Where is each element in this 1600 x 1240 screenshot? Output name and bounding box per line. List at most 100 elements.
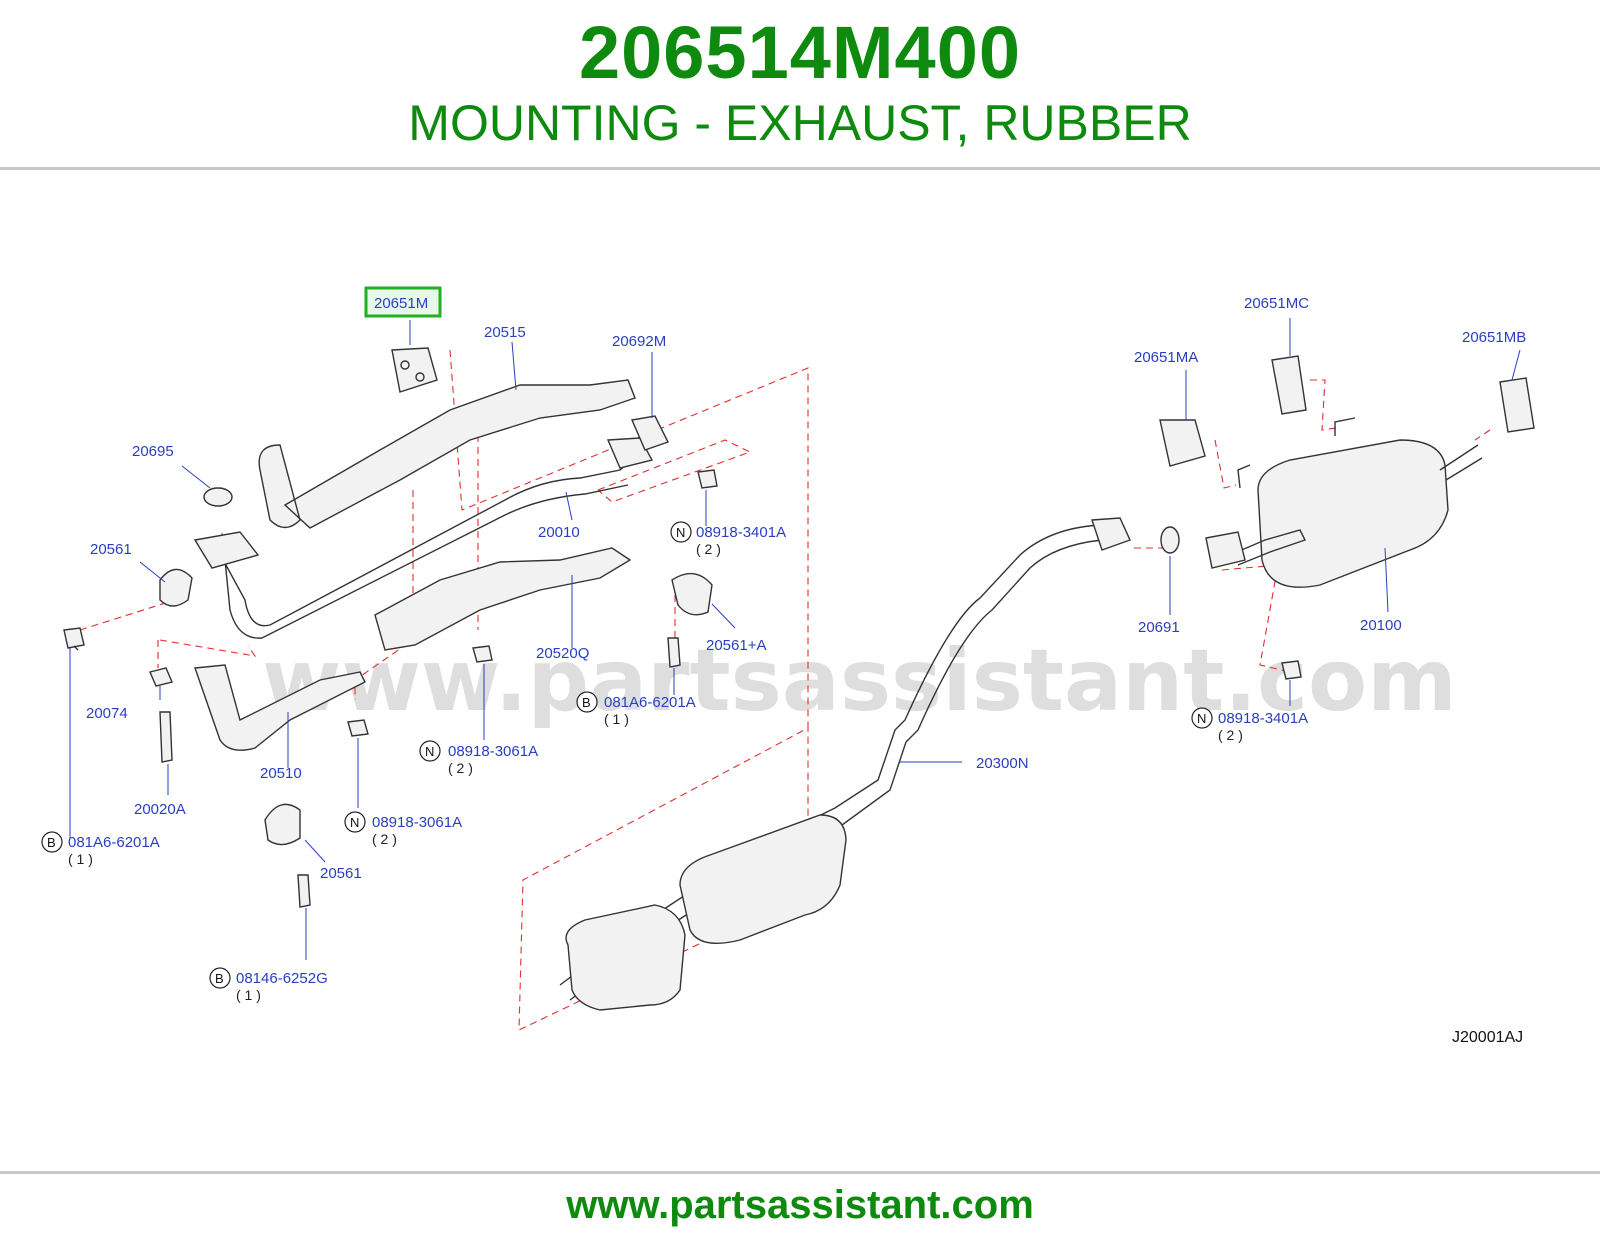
nut-08918-3061A-left	[347, 719, 369, 737]
callout-20651MB[interactable]: 20651MB	[1462, 329, 1526, 346]
center-pipe-20300N	[559, 524, 1103, 1001]
callout-20695[interactable]: 20695	[132, 443, 174, 460]
rubber-mounting-20651MB	[1499, 377, 1535, 433]
badge-circle	[1191, 707, 1213, 729]
diagram-code: J20001AJ	[1452, 1029, 1523, 1046]
nut-20074	[149, 667, 173, 687]
part-number-title: 206514M400	[578, 11, 1022, 94]
badge-letter: B	[215, 971, 224, 986]
badge-letter: N	[350, 815, 359, 830]
callout-20561plusA[interactable]: 20561+A	[706, 637, 766, 654]
rear-muffler-20100	[1257, 439, 1449, 588]
callout-20300N[interactable]: 20300N	[976, 755, 1029, 772]
rear-flange-20010	[606, 437, 654, 469]
rubber-mounting-20651MA	[1159, 419, 1206, 467]
dash-line-1	[79, 599, 176, 631]
callout-20010[interactable]: 20010	[538, 524, 580, 541]
rubber-mounting-20651M-shape	[391, 347, 438, 393]
gasket-ring-20691	[1160, 526, 1180, 554]
fastener-code: 08918-3401A	[696, 524, 786, 541]
badge-circle	[419, 740, 441, 762]
leader-20561a	[139, 561, 166, 583]
callout-20515[interactable]: 20515	[484, 324, 526, 341]
header-divider	[0, 167, 1600, 170]
fastener-code: 08146-6252G	[236, 970, 328, 987]
leader-20010	[565, 491, 573, 521]
leader-20100	[1384, 547, 1389, 613]
fastener-callout-08918-3401A-upper[interactable]: N 08918-3401A ( 2 )	[670, 521, 786, 557]
fastener-code: 08918-3061A	[448, 743, 538, 760]
leader-20695	[181, 465, 211, 489]
dash-line-11	[1474, 429, 1491, 441]
callout-20651M[interactable]: 20651M	[374, 295, 428, 312]
fastener-callout-08918-3061A-right[interactable]: N 08918-3061A ( 2 )	[419, 740, 538, 776]
nut-08918-3401A-upper	[697, 469, 718, 489]
highlight-box-20651M	[364, 286, 442, 318]
callout-20520Q[interactable]: 20520Q	[536, 645, 589, 662]
rubber-mounting-20651MC	[1271, 355, 1307, 415]
clamp-20561-upper	[159, 568, 193, 607]
fastener-qty: ( 2 )	[1218, 727, 1243, 743]
badge-letter: B	[582, 695, 591, 710]
leader-20561plusA	[711, 603, 736, 629]
badge-letter: N	[425, 744, 434, 759]
leader-20515	[511, 341, 517, 391]
fastener-callout-081A6-6201A-center[interactable]: B 081A6-6201A ( 1 )	[576, 691, 696, 727]
callout-20651MA[interactable]: 20651MA	[1134, 349, 1198, 366]
callout-20692M[interactable]: 20692M	[612, 333, 666, 350]
badge-circle	[670, 521, 692, 543]
fastener-callout-081A6-6201A-left[interactable]: B 081A6-6201A ( 1 )	[41, 831, 160, 867]
callout-20510[interactable]: 20510	[260, 765, 302, 782]
dash-line-10	[1310, 379, 1337, 431]
fastener-code: 08918-3061A	[372, 814, 462, 831]
fastener-qty: ( 1 )	[604, 711, 629, 727]
main-muffler-20300N	[679, 814, 847, 944]
badge-letter: B	[47, 835, 56, 850]
callout-20074[interactable]: 20074	[86, 705, 128, 722]
mounting-hole	[415, 372, 425, 382]
tailpipe	[1439, 444, 1483, 481]
badge-circle	[41, 831, 63, 853]
badge-circle	[209, 967, 231, 989]
callout-20651MC[interactable]: 20651MC	[1244, 295, 1309, 312]
gasket-ring-20695	[203, 487, 233, 507]
page-header: 206514M400 MOUNTING - EXHAUST, RUBBER	[0, 0, 1600, 168]
front-flange-20010	[193, 531, 260, 569]
footer-website-link[interactable]: www.partsassistant.com	[566, 1183, 1034, 1227]
fastener-callout-08146-6252G[interactable]: B 08146-6252G ( 1 )	[209, 967, 328, 1003]
leader-20651MB	[1511, 349, 1521, 381]
stud-bolt-20020A	[159, 711, 173, 763]
clamp-20561plusA	[671, 572, 713, 616]
fastener-qty: ( 1 )	[68, 851, 93, 867]
catalyst-20515	[258, 379, 636, 529]
fastener-code: 08918-3401A	[1218, 710, 1308, 727]
callout-20561-upper[interactable]: 20561	[90, 541, 132, 558]
badge-circle	[344, 811, 366, 833]
front-tube-20010	[214, 451, 641, 639]
fastener-code: 081A6-6201A	[604, 694, 696, 711]
muffler-hanger-rod	[1237, 417, 1356, 489]
nut-08918-3401A-lower	[1281, 660, 1302, 680]
heat-insulator-20520Q	[374, 547, 632, 651]
assembly-outline-clamp	[597, 439, 752, 503]
fastener-code: 081A6-6201A	[68, 834, 160, 851]
badge-circle	[576, 691, 598, 713]
callout-20100[interactable]: 20100	[1360, 617, 1402, 634]
bolt-081A6-center	[667, 637, 681, 668]
footer-divider	[0, 1171, 1600, 1174]
dash-line-4	[354, 490, 414, 700]
dash-line-8	[1221, 564, 1291, 673]
dash-line-9	[1214, 439, 1237, 489]
mounting-hole	[400, 360, 410, 370]
assembly-outline-bracket	[159, 639, 257, 657]
sub-muffler-20300N	[565, 904, 686, 1011]
center-pipe-flange	[1091, 517, 1131, 551]
rear-muffler-inlet	[1229, 529, 1306, 566]
callout-20691[interactable]: 20691	[1138, 619, 1180, 636]
fastener-callout-08918-3401A-lower[interactable]: N 08918-3401A ( 2 )	[1191, 707, 1308, 743]
fastener-callout-08918-3061A-left[interactable]: N 08918-3061A ( 2 )	[344, 811, 462, 847]
callout-20561-lower[interactable]: 20561	[320, 865, 362, 882]
callout-20020A[interactable]: 20020A	[134, 801, 186, 818]
gasket-20692M	[631, 415, 669, 451]
